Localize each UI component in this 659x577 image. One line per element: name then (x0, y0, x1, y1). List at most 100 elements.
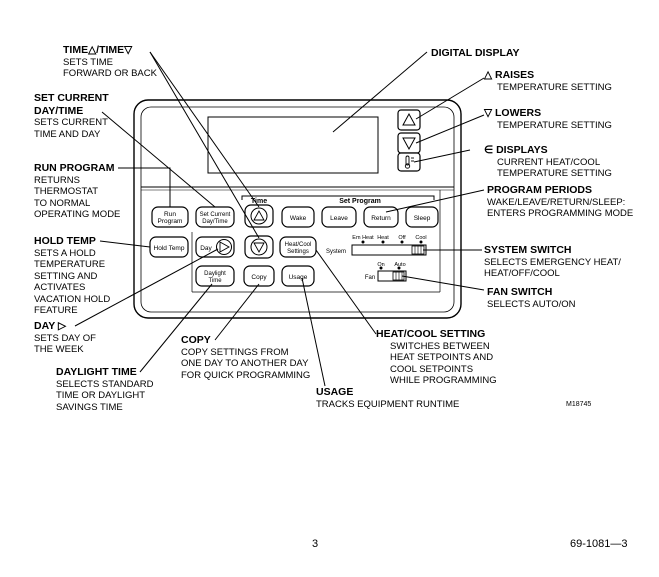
label-system-switch-desc-1: SELECTS EMERGENCY HEAT/ (484, 256, 621, 268)
label-displays-title: DISPLAYS (496, 144, 548, 156)
label-hold-temp-title: HOLD TEMP (34, 235, 96, 247)
label-run-program: RUN PROGRAM RETURNS THERMOSTAT TO NORMAL… (34, 162, 120, 221)
label-time: TIME△/TIME▽ SETS TIME FORWARD OR BACK (63, 44, 157, 80)
label-system-switch-desc-2: HEAT/OFF/COOL (484, 268, 560, 279)
label-day-desc-1: SETS DAY OF (34, 332, 96, 344)
label-run-program-desc-4: OPERATING MODE (34, 209, 121, 220)
down-triangle-icon: ▽ (484, 107, 493, 119)
label-copy-desc-3: FOR QUICK PROGRAMMING (181, 369, 311, 381)
label-heat-cool-desc-4: WHILE PROGRAMMING (390, 375, 497, 386)
page-number: 3 (312, 538, 319, 550)
label-set-day-time-desc-2: TIME AND DAY (34, 128, 101, 140)
label-run-program-desc-2: THERMOSTAT (34, 186, 99, 197)
label-copy-title: COPY (181, 334, 211, 346)
fan-switch[interactable] (377, 270, 407, 282)
label-heat-cool-setting: HEAT/COOL SETTING SWITCHES BETWEEN HEAT … (376, 328, 497, 387)
day-button[interactable] (195, 236, 235, 258)
label-program-periods-title: PROGRAM PERIODS (487, 184, 593, 196)
right-circle-icon: ▷ (57, 320, 67, 332)
label-system-switch: SYSTEM SWITCH SELECTS EMERGENCY HEAT/ HE… (484, 244, 621, 280)
label-hold-temp-desc-6: FEATURE (34, 305, 78, 316)
copy-button[interactable] (243, 265, 275, 287)
heat-cool-label-1: Heat/Cool (285, 242, 312, 248)
day-label: Day (200, 245, 212, 252)
time-up-button[interactable] (244, 204, 274, 228)
label-hold-temp: HOLD TEMP SETS A HOLD TEMPERATURE SETTIN… (34, 235, 110, 317)
label-time-desc-2: FORWARD OR BACK (63, 68, 157, 79)
label-heat-cool-title: HEAT/COOL SETTING (376, 328, 486, 340)
run-program-label-1: Run (164, 211, 176, 218)
label-hold-temp-desc-2: TEMPERATURE (34, 259, 106, 270)
label-time-title: TIME (63, 44, 89, 56)
thermometer-label-icon: ∈ (484, 144, 494, 156)
label-set-day-time-desc-1: SETS CURRENT (34, 117, 108, 128)
label-program-periods-desc-1: WAKE/LEAVE/RETURN/SLEEP: (487, 196, 626, 208)
daylight-label-2: Time (208, 278, 222, 284)
heat-cool-settings-button[interactable] (279, 236, 317, 258)
label-day-desc-2: THE WEEK (34, 344, 84, 355)
daylight-label-1: Daylight (204, 271, 226, 277)
time-group-label: Time (251, 198, 267, 205)
leader-lines (74, 51, 485, 387)
label-program-periods: PROGRAM PERIODS WAKE/LEAVE/RETURN/SLEEP:… (487, 184, 633, 220)
label-fan-switch: FAN SWITCH SELECTS AUTO/ON (487, 286, 576, 310)
raise-arrow-icon (402, 112, 416, 126)
return-button[interactable] (363, 206, 399, 228)
label-digital-display-title: DIGITAL DISPLAY (431, 47, 520, 59)
leave-button[interactable] (321, 206, 357, 228)
label-day-title: DAY (34, 320, 56, 332)
system-switch[interactable] (351, 244, 427, 256)
sleep-button[interactable] (405, 206, 439, 228)
label-heat-cool-desc-2: HEAT SETPOINTS AND (390, 352, 494, 363)
sleep-label: Sleep (414, 215, 431, 222)
label-daylight-time-title: DAYLIGHT TIME (56, 366, 137, 378)
label-raises-title: RAISES (495, 69, 535, 81)
document-number: 69-1081—3 (570, 538, 628, 550)
label-raises: △ RAISES TEMPERATURE SETTING (484, 69, 612, 93)
return-label: Return (371, 215, 391, 222)
leave-label: Leave (330, 215, 348, 222)
label-run-program-title: RUN PROGRAM (34, 162, 115, 174)
set-program-group-label: Set Program (339, 198, 381, 205)
label-lowers-desc-1: TEMPERATURE SETTING (497, 119, 612, 131)
display-window (207, 116, 379, 174)
thermometer-icon (404, 155, 414, 169)
time-down-icon (250, 238, 268, 256)
label-daylight-time: DAYLIGHT TIME SELECTS STANDARD TIME OR D… (56, 366, 153, 413)
run-program-label-2: Program (158, 218, 183, 225)
set-current-label-1: Set Current (200, 212, 231, 218)
fan-label: Fan (365, 275, 375, 281)
label-daylight-time-desc-2: TIME OR DAYLIGHT (56, 390, 146, 401)
down-circle-icon: ▽ (124, 44, 133, 56)
label-fan-switch-title: FAN SWITCH (487, 286, 553, 298)
label-run-program-desc-3: TO NORMAL (34, 197, 91, 209)
up-triangle-icon: △ (484, 69, 493, 81)
thermostat-housing (133, 99, 462, 319)
figure-number: M18745 (566, 401, 592, 408)
time-up-icon (250, 207, 268, 225)
up-circle-icon: △ (88, 44, 97, 56)
label-daylight-time-desc-1: SELECTS STANDARD (56, 378, 154, 390)
time-down-button[interactable] (244, 235, 274, 259)
lower-arrow-icon (402, 137, 416, 151)
system-pos-cool: Cool (415, 235, 426, 241)
label-displays-desc-2: TEMPERATURE SETTING (497, 168, 612, 179)
label-displays-desc-1: CURRENT HEAT/COOL (497, 156, 601, 168)
usage-button[interactable] (281, 265, 315, 287)
label-set-day-time: SET CURRENT DAY/TIME SETS CURRENT TIME A… (34, 92, 109, 140)
daylight-time-button[interactable] (195, 265, 235, 287)
copy-label: Copy (251, 274, 267, 281)
label-fan-switch-desc-1: SELECTS AUTO/ON (487, 298, 576, 310)
fan-pos-on: On (377, 262, 384, 268)
label-heat-cool-desc-1: SWITCHES BETWEEN (390, 340, 490, 352)
label-copy: COPY COPY SETTINGS FROM ONE DAY TO ANOTH… (181, 334, 310, 381)
label-run-program-desc-1: RETURNS (34, 174, 80, 186)
wake-button[interactable] (281, 206, 315, 228)
hold-temp-label: Hold Temp (154, 245, 185, 252)
system-pos-heat: Heat (377, 235, 389, 241)
label-copy-desc-1: COPY SETTINGS FROM (181, 346, 289, 358)
label-set-day-time-title-1: SET CURRENT (34, 92, 109, 104)
label-lowers: ▽ LOWERS TEMPERATURE SETTING (484, 107, 612, 131)
thermostat-inner-frame (140, 106, 455, 313)
